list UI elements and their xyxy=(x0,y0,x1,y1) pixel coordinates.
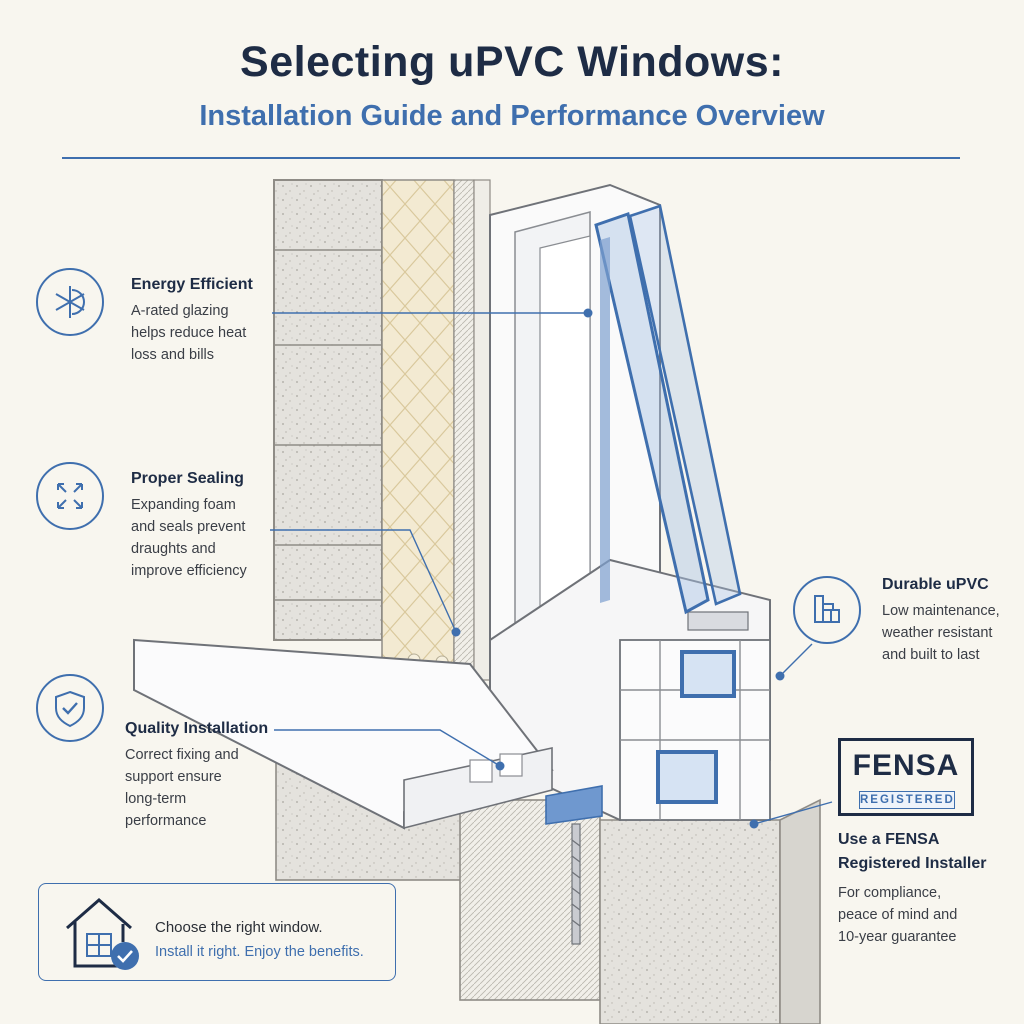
callout-body: Low maintenance, weather resistant and b… xyxy=(882,603,1000,663)
callout-title: Durable uPVC xyxy=(882,576,989,593)
callout-title: Proper Sealing xyxy=(131,470,244,487)
triple-glazing xyxy=(594,204,742,615)
callout-body: Correct fixing and support ensure long-t… xyxy=(125,747,239,829)
cavity-board xyxy=(453,179,491,681)
callout-title: Quality Installation xyxy=(125,720,269,737)
page-title: Selecting uPVC Windows: xyxy=(240,38,784,86)
window-profile-icon xyxy=(793,576,861,644)
callout-title: Energy Efficient xyxy=(131,276,253,293)
house-check-icon xyxy=(66,898,139,970)
summary-line-2: Install it right. Enjoy the benefits. xyxy=(155,944,364,960)
callout-fensa: Use a FENSA Registered Installer For com… xyxy=(838,828,1018,948)
snowflake-sun-icon xyxy=(36,268,104,336)
callout-quality-installation: Quality Installation Correct fixing and … xyxy=(125,720,295,832)
callout-durable-upvc: Durable uPVC Low maintenance, weather re… xyxy=(882,576,1022,666)
shield-check-icon xyxy=(36,674,104,742)
callout-body: Expanding foam and seals prevent draught… xyxy=(131,497,247,579)
leader-lines xyxy=(270,308,833,829)
title-divider xyxy=(62,157,960,159)
callout-title: Use a FENSA Registered Installer xyxy=(838,831,987,872)
outer-brick-wall xyxy=(273,179,383,641)
fensa-logo: FENSA REGISTERED xyxy=(838,738,974,816)
callout-body: For compliance, peace of mind and 10-yea… xyxy=(838,885,958,945)
summary-line-1: Choose the right window. xyxy=(155,919,323,936)
expand-arrows-icon xyxy=(36,462,104,530)
callout-energy-efficient: Energy Efficient A-rated glazing helps r… xyxy=(131,276,281,366)
window-sill xyxy=(133,638,554,830)
fensa-logo-band: REGISTERED xyxy=(859,791,955,809)
callout-proper-sealing: Proper Sealing Expanding foam and seals … xyxy=(131,470,281,582)
page-subtitle: Installation Guide and Performance Overv… xyxy=(199,100,825,132)
summary-box: Choose the right window. Install it righ… xyxy=(38,883,396,981)
cavity-insulation xyxy=(381,179,455,681)
fensa-logo-word: FENSA xyxy=(852,749,960,782)
fixing-bracket-and-screw xyxy=(545,785,603,945)
window-frame xyxy=(489,183,771,822)
callout-body: A-rated glazing helps reduce heat loss a… xyxy=(131,303,247,363)
